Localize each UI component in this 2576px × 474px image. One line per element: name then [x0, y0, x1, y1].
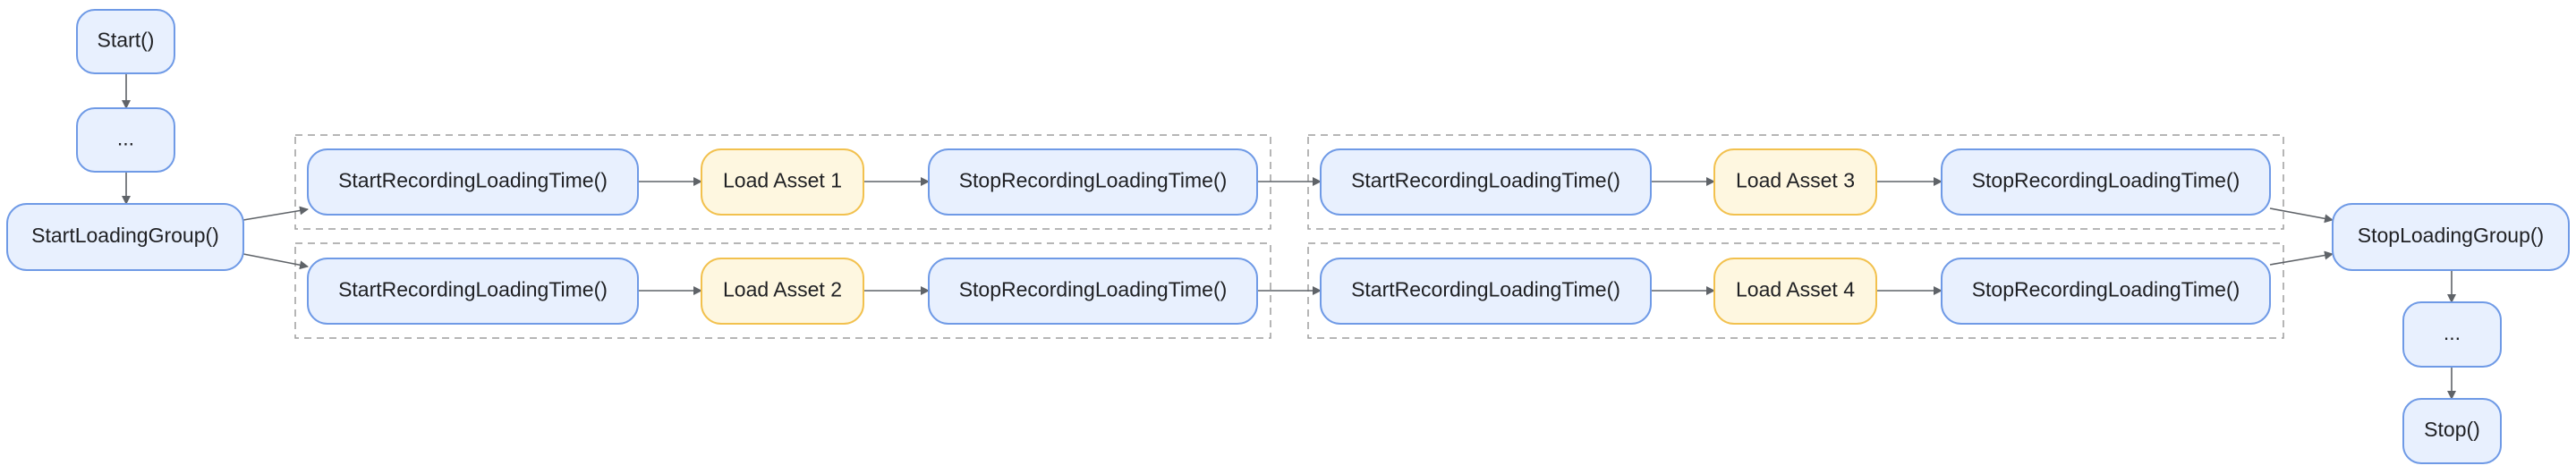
svg-text:StopRecordingLoadingTime(): StopRecordingLoadingTime() — [959, 169, 1228, 192]
node-g4-load-asset[interactable]: Load Asset 4 — [1713, 258, 1877, 325]
node-g2-stop-recording[interactable]: StopRecordingLoadingTime() — [928, 258, 1258, 325]
group-box-1 — [294, 134, 1271, 230]
node-g2-start-recording[interactable]: StartRecordingLoadingTime() — [307, 258, 639, 325]
svg-text:StartRecordingLoadingTime(): StartRecordingLoadingTime() — [338, 278, 608, 301]
edge-g3-stopgroup — [2269, 207, 2334, 224]
node-start[interactable]: Start() — [76, 9, 175, 74]
node-g4-stop-recording[interactable]: StopRecordingLoadingTime() — [1941, 258, 2271, 325]
svg-text:Load Asset 2: Load Asset 2 — [723, 278, 842, 301]
svg-text:StartRecordingLoadingTime(): StartRecordingLoadingTime() — [338, 169, 608, 192]
svg-text:Load Asset 4: Load Asset 4 — [1736, 278, 1855, 301]
svg-text:...: ... — [2444, 321, 2461, 344]
svg-text:Start(): Start() — [98, 29, 155, 52]
svg-text:Load Asset 3: Load Asset 3 — [1736, 169, 1855, 192]
edge-startgroup-g2 — [242, 253, 309, 270]
node-g2-load-asset[interactable]: Load Asset 2 — [701, 258, 864, 325]
node-g1-load-asset[interactable]: Load Asset 1 — [701, 148, 864, 216]
svg-text:Load Asset 1: Load Asset 1 — [723, 169, 842, 192]
node-ellipsis-bottom[interactable]: ... — [2402, 301, 2502, 368]
svg-text:StopLoadingGroup(): StopLoadingGroup() — [2358, 224, 2544, 247]
node-g4-start-recording[interactable]: StartRecordingLoadingTime() — [1320, 258, 1652, 325]
node-g1-stop-recording[interactable]: StopRecordingLoadingTime() — [928, 148, 1258, 216]
group-box-3 — [1307, 134, 2284, 230]
svg-text:StopRecordingLoadingTime(): StopRecordingLoadingTime() — [1972, 169, 2240, 192]
svg-text:...: ... — [117, 127, 134, 150]
edges — [122, 73, 2456, 400]
svg-text:StopRecordingLoadingTime(): StopRecordingLoadingTime() — [1972, 278, 2240, 301]
node-g3-stop-recording[interactable]: StopRecordingLoadingTime() — [1941, 148, 2271, 216]
node-ellipsis-top[interactable]: ... — [76, 107, 175, 173]
node-start-loading-group[interactable]: StartLoadingGroup() — [6, 203, 244, 271]
group-box-2 — [294, 242, 1271, 339]
node-g3-start-recording[interactable]: StartRecordingLoadingTime() — [1320, 148, 1652, 216]
svg-text:StartLoadingGroup(): StartLoadingGroup() — [31, 224, 219, 247]
node-stop-loading-group[interactable]: StopLoadingGroup() — [2332, 203, 2570, 271]
node-g3-load-asset[interactable]: Load Asset 3 — [1713, 148, 1877, 216]
edge-startgroup-g1 — [242, 206, 309, 221]
node-stop[interactable]: Stop() — [2402, 398, 2502, 464]
edge-g4-stopgroup — [2269, 250, 2334, 266]
svg-text:StopRecordingLoadingTime(): StopRecordingLoadingTime() — [959, 278, 1228, 301]
svg-text:Stop(): Stop() — [2424, 418, 2480, 441]
svg-text:StartRecordingLoadingTime(): StartRecordingLoadingTime() — [1351, 278, 1620, 301]
svg-text:StartRecordingLoadingTime(): StartRecordingLoadingTime() — [1351, 169, 1620, 192]
node-g1-start-recording[interactable]: StartRecordingLoadingTime() — [307, 148, 639, 216]
